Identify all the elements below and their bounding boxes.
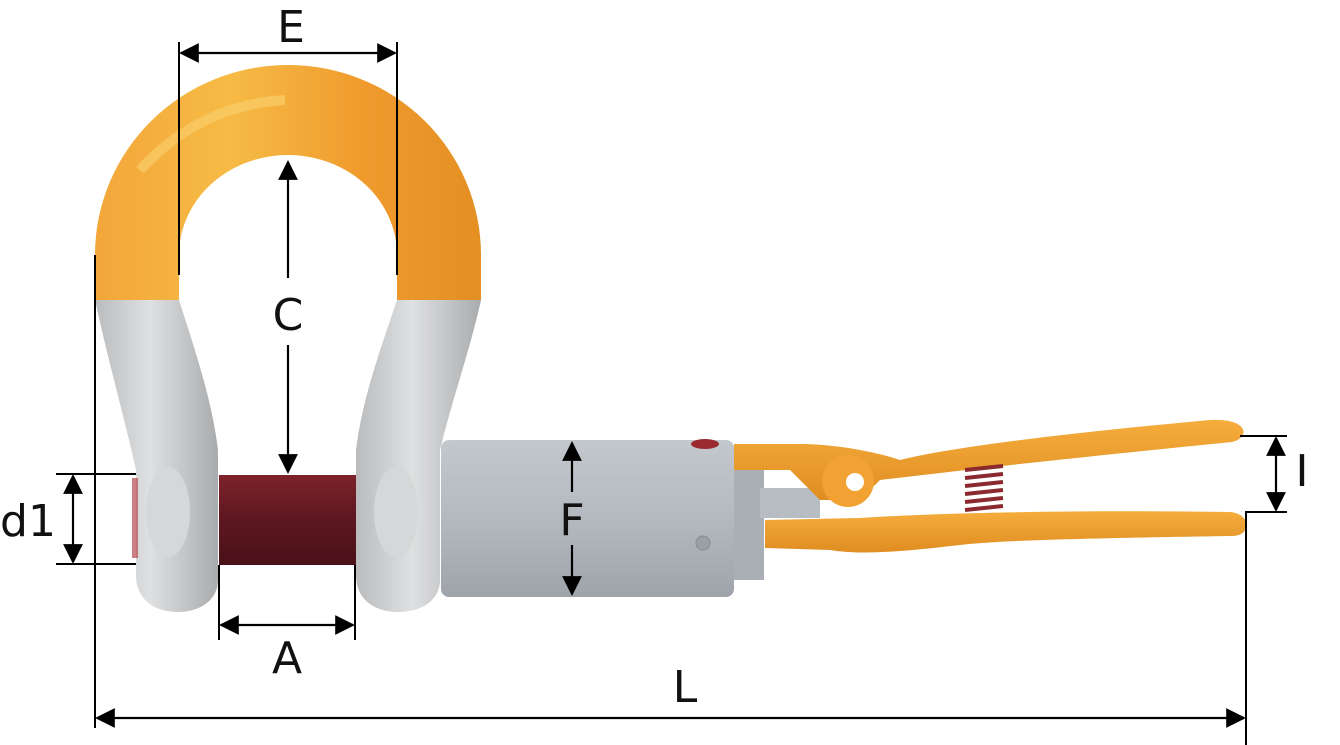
- label-i: I: [1296, 446, 1309, 497]
- dimension-i: I: [1240, 435, 1309, 513]
- shackle-right-leg: [356, 300, 481, 612]
- label-a: A: [272, 633, 302, 684]
- label-l: L: [673, 662, 698, 713]
- dimension-c: C: [273, 160, 304, 474]
- dimension-l: L: [94, 255, 1247, 745]
- latch-spring: [964, 464, 1004, 512]
- dimension-d1: d1: [0, 473, 136, 565]
- dimension-a: A: [218, 565, 356, 684]
- label-f: F: [559, 495, 584, 546]
- dimension-f: F: [559, 441, 585, 596]
- shackle-bow: [95, 65, 481, 300]
- shackle-pin: [219, 475, 356, 565]
- shackle-left-leg: [95, 300, 218, 612]
- dimension-e: E: [178, 2, 398, 275]
- bolt-barrel: [441, 439, 820, 597]
- label-c: C: [273, 290, 304, 341]
- label-d1: d1: [0, 496, 56, 547]
- label-e: E: [277, 2, 305, 53]
- locking-latch: [734, 419, 1247, 553]
